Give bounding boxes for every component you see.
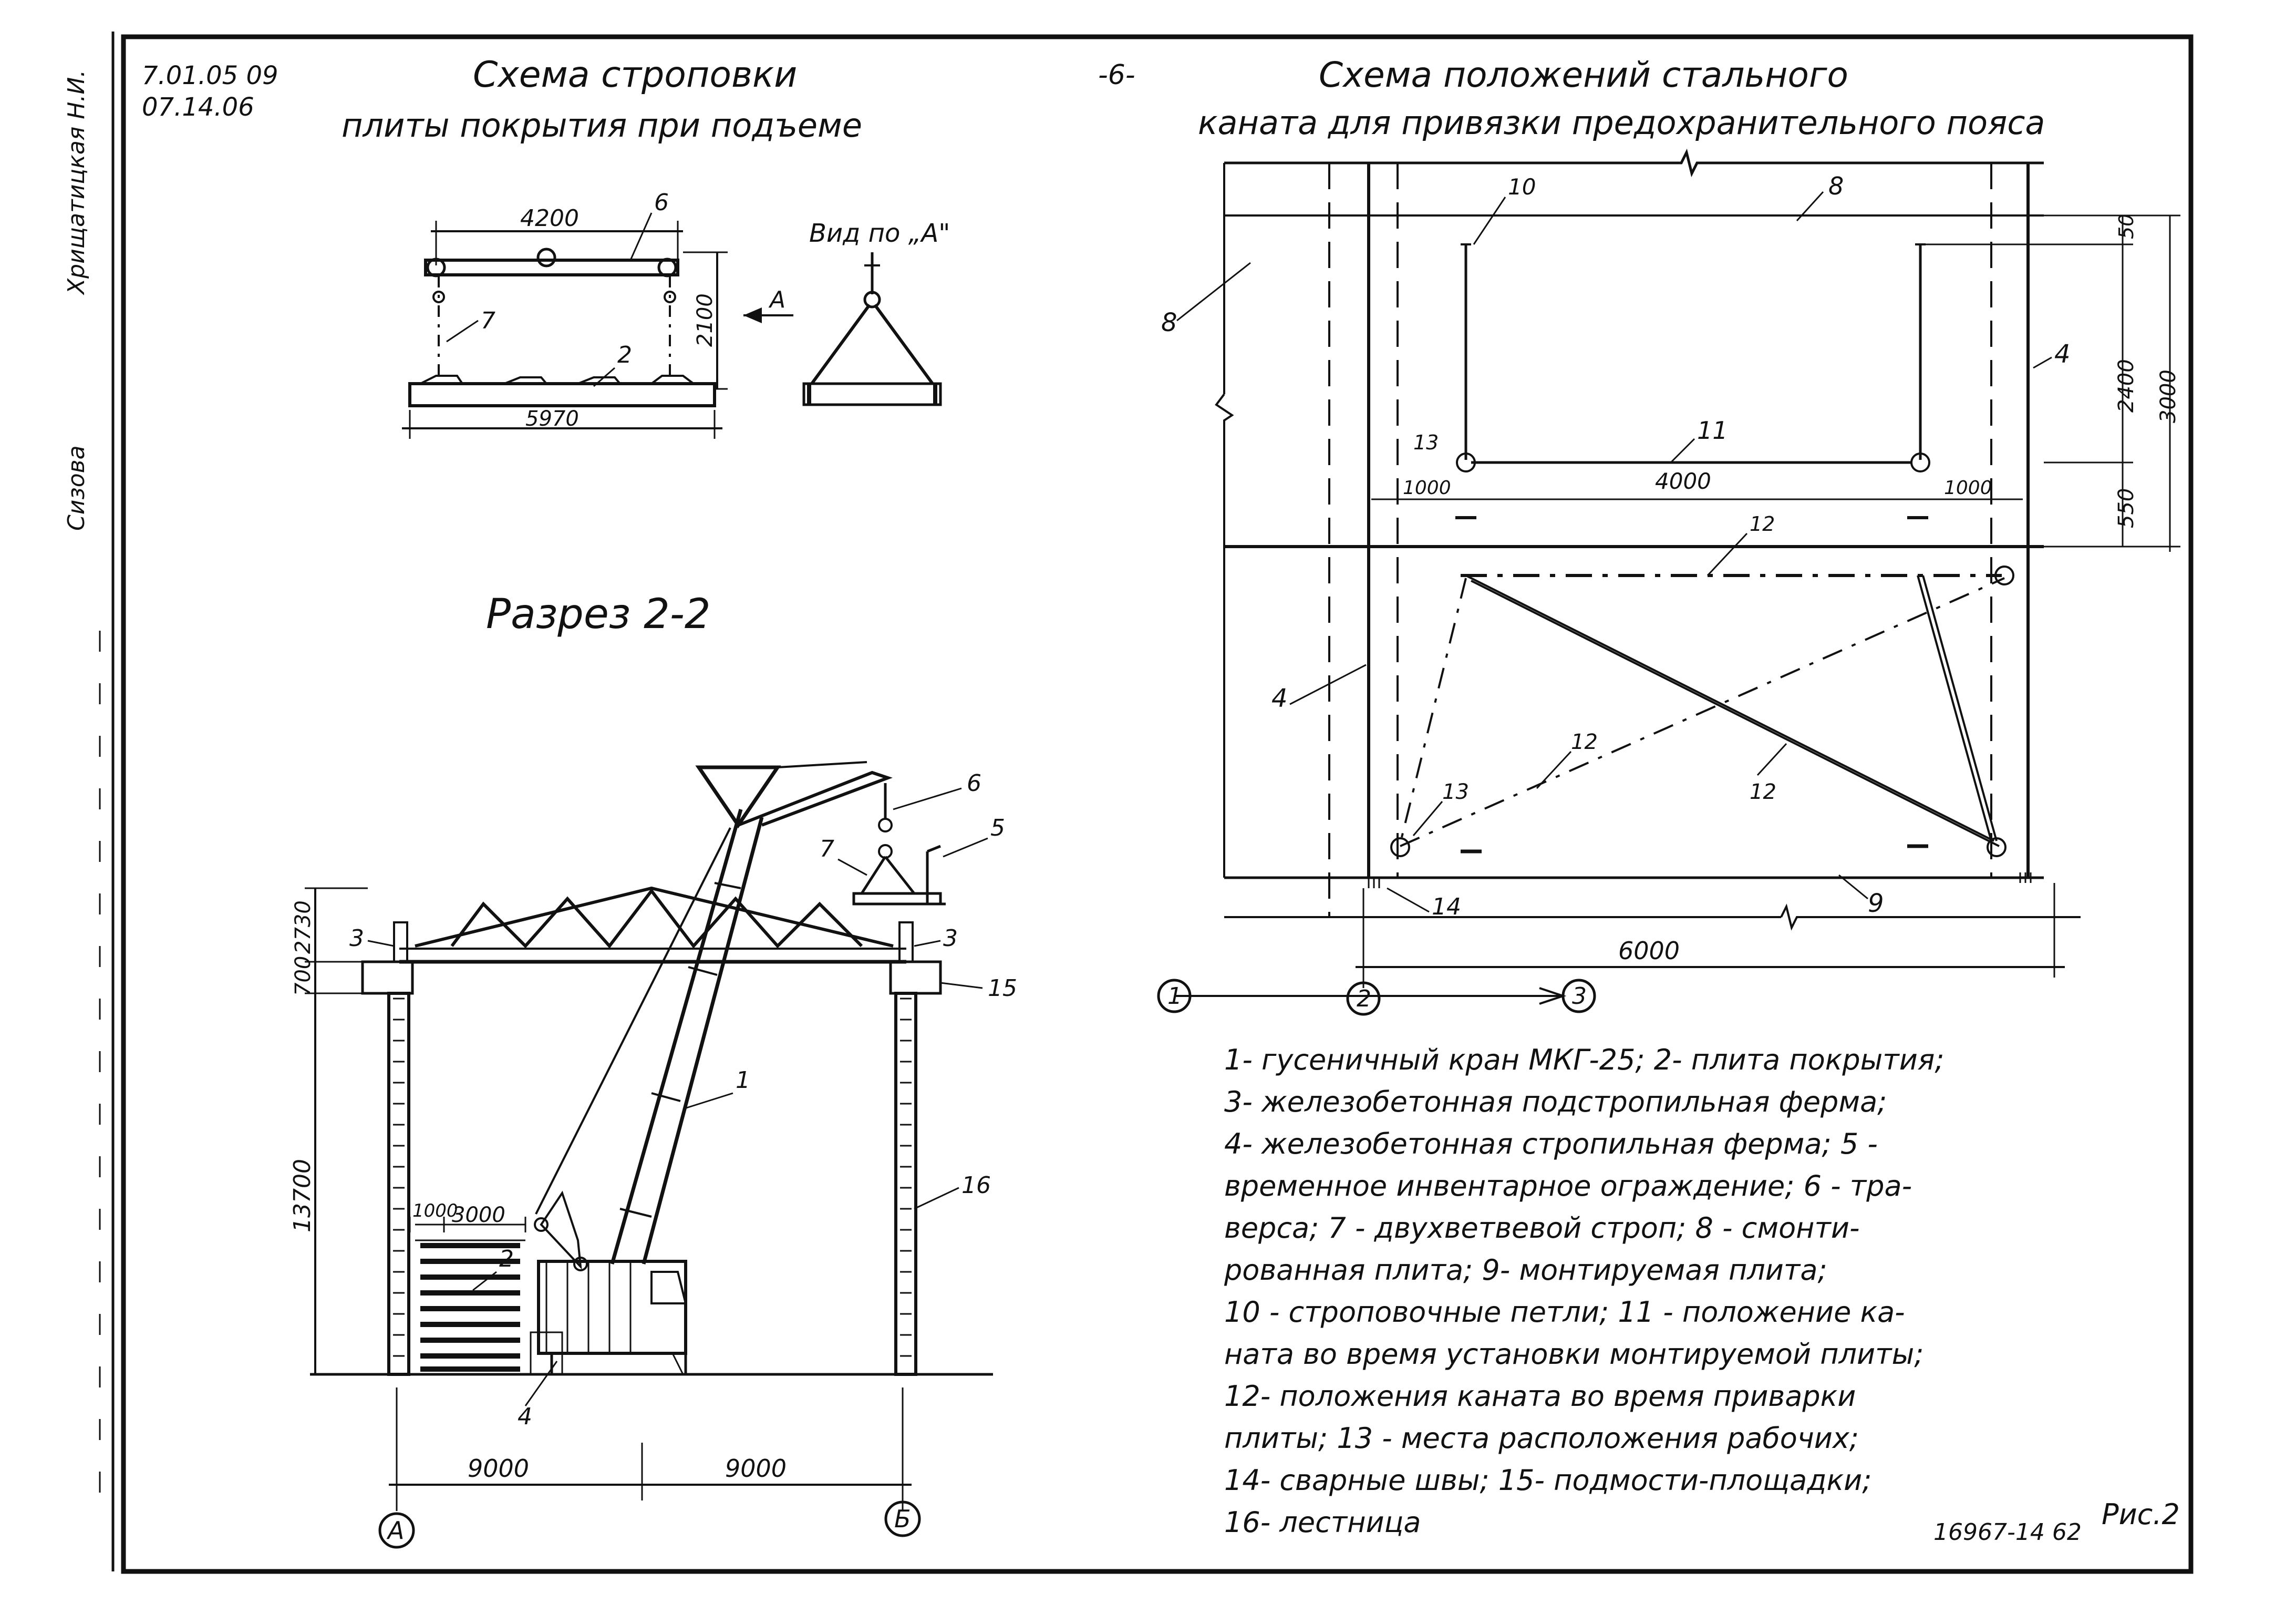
- dim-4200: 4200: [520, 205, 579, 232]
- axis-1: 1: [1167, 983, 1182, 1010]
- dim-3000-stack: 3000: [452, 1203, 505, 1227]
- doc-code-line2: 07.14.06: [142, 92, 254, 122]
- mark-15: 15: [988, 975, 1017, 1002]
- dim-1000-stack: 1000: [412, 1200, 458, 1221]
- mark-9: 9: [1868, 889, 1884, 918]
- legend-line-10: плиты; 13 - места расположения рабочих;: [1224, 1422, 1859, 1455]
- legend-line-9: 12- положения каната во время приварки: [1224, 1380, 1856, 1413]
- mark-6-top: 6: [654, 189, 669, 216]
- legend-line-12: 16- лестница: [1224, 1506, 1421, 1539]
- rope-scheme: Схема положений стального каната для при…: [1157, 55, 2180, 1016]
- doc-code-line1: 7.01.05 09: [142, 61, 278, 90]
- dim-2400: 2400: [2114, 359, 2138, 413]
- mark-11: 11: [1697, 416, 1728, 445]
- figure-label: Рис.2: [2102, 1498, 2180, 1531]
- dim-2100: 2100: [693, 293, 717, 347]
- roof-slab: [408, 382, 716, 407]
- legend-line-8: ната во время установки монтируемой плит…: [1224, 1338, 1923, 1371]
- mark-14: 14: [1432, 893, 1461, 920]
- mark-4-section: 4: [518, 1403, 532, 1430]
- view-arrow-label: A: [768, 286, 785, 313]
- axis-a: А: [386, 1516, 404, 1545]
- scaffold-platform-right: [889, 960, 942, 995]
- crawler-crane: [530, 761, 893, 1376]
- mark-12-right: 12: [1750, 780, 1776, 804]
- column-right: [894, 992, 917, 1376]
- legend-line-6: рованная плита; 9- монтируемая плита;: [1224, 1253, 1827, 1287]
- dim-700: 700: [291, 956, 315, 996]
- slinging-title-line1: Схема строповки: [473, 54, 797, 96]
- axis-b: Б: [894, 1505, 911, 1533]
- mark-2-section: 2: [499, 1246, 514, 1272]
- sheet-code: 16967-14 62: [1933, 1519, 2082, 1546]
- dim-2730: 2730: [291, 900, 315, 954]
- mark-13-bottom: 13: [1442, 780, 1469, 804]
- legend-line-2: 3- железобетонная подстропильная ферма;: [1224, 1085, 1887, 1118]
- mark-6-section: 6: [967, 770, 981, 797]
- column-left: [387, 992, 410, 1376]
- mark-16: 16: [961, 1172, 991, 1199]
- dim-4000: 4000: [1655, 468, 1711, 494]
- mark-3-left: 3: [349, 925, 364, 952]
- mark-13-top: 13: [1413, 431, 1439, 454]
- page-number: -6-: [1098, 59, 1135, 91]
- dim-3000: 3000: [2156, 369, 2180, 423]
- rope-title-line2: каната для привязки предохранительного п…: [1198, 104, 2045, 142]
- legend-line-7: 10 - строповочные петли; 11 - положение …: [1224, 1296, 1905, 1329]
- section-title: Разрез 2-2: [486, 591, 710, 638]
- dim-50: 50: [2115, 214, 2138, 239]
- axis-3: 3: [1572, 983, 1587, 1010]
- legend-line-1: 1- гусеничный кран МКГ-25; 2- плита покр…: [1224, 1043, 1945, 1076]
- mark-10: 10: [1508, 174, 1536, 200]
- mark-4-right: 4: [2054, 340, 2071, 369]
- mark-8-left: 8: [1161, 308, 1177, 337]
- dim-9000-right: 9000: [725, 1454, 787, 1483]
- mark-12-top: 12: [1750, 512, 1775, 536]
- axis-2: 2: [1357, 985, 1371, 1012]
- mark-2-top: 2: [617, 342, 632, 368]
- view-a-label: Вид по „А": [809, 219, 950, 248]
- mark-7-top: 7: [481, 307, 495, 334]
- slinging-title-line2: плиты покрытия при подъеме: [342, 106, 862, 145]
- legend-line-5: верса; 7 - двухветвевой строп; 8 - смонт…: [1224, 1211, 1860, 1245]
- sheet-frame: [121, 34, 2194, 1574]
- legend-line-3: 4- железобетонная стропильная ферма; 5 -: [1224, 1127, 1878, 1160]
- legend-line-4: временное инвентарное ограждение; 6 - тр…: [1224, 1169, 1912, 1202]
- slinging-scheme: Схема строповки плиты покрытия при подъе…: [342, 54, 950, 439]
- mark-1: 1: [736, 1067, 750, 1094]
- margin-stamp-name: Хрищатицкая Н.И.: [63, 70, 90, 295]
- margin-stamp-signature: Сизова: [63, 445, 90, 531]
- dim-5970: 5970: [525, 407, 579, 431]
- mark-5: 5: [990, 815, 1005, 841]
- dim-9000-left: 9000: [468, 1454, 529, 1483]
- legend: 1- гусеничный кран МКГ-25; 2- плита покр…: [1224, 1043, 1945, 1539]
- dim-6000: 6000: [1618, 937, 1680, 965]
- mark-4-left: 4: [1271, 684, 1288, 713]
- slab-stack: [415, 1239, 525, 1372]
- margin-stamp: Хрищатицкая Н.И. Сизова: [63, 70, 101, 1524]
- mark-7-section: 7: [820, 836, 834, 862]
- mark-8-top: 8: [1828, 172, 1844, 200]
- dim-550: 550: [2114, 488, 2138, 528]
- mark-3-right: 3: [943, 925, 958, 952]
- scaffold-platform-left: [361, 960, 414, 995]
- dim-1000-left: 1000: [1403, 477, 1451, 499]
- traverse-beam: [424, 259, 679, 276]
- dim-13700: 13700: [289, 1159, 316, 1232]
- dim-1000-right: 1000: [1944, 477, 1992, 499]
- legend-line-11: 14- сварные швы; 15- подмости-площадки;: [1224, 1464, 1871, 1497]
- mark-12-left: 12: [1571, 730, 1598, 754]
- section-2-2: Разрез 2-2 2730 700 13700 3 3 15 16: [289, 591, 1017, 1549]
- rope-title-line1: Схема положений стального: [1319, 55, 1848, 95]
